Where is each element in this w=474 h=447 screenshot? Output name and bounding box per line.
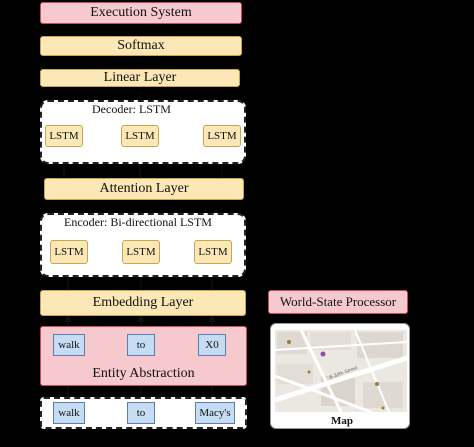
entity-token-label: to bbox=[136, 339, 146, 351]
decoder-lstm-label: LSTM bbox=[207, 130, 237, 142]
world-state-processor-label: World-State Processor bbox=[279, 294, 397, 309]
decoder-lstm-label: LSTM bbox=[49, 130, 79, 142]
encoder-lstm-cell: LSTM bbox=[194, 240, 232, 264]
encoder-lstm-cell: LSTM bbox=[122, 240, 160, 264]
linear-layer-label: Linear Layer bbox=[103, 70, 177, 85]
embedding-layer-label: Embedding Layer bbox=[92, 295, 194, 310]
encoder-lstm-label: LSTM bbox=[126, 246, 156, 258]
map-image bbox=[274, 329, 408, 414]
input-token: Macy's bbox=[195, 402, 235, 424]
execution-system-box: Execution System bbox=[40, 2, 242, 24]
entity-token: walk bbox=[53, 334, 85, 356]
attention-layer-label: Attention Layer bbox=[99, 181, 189, 196]
world-state-processor-box: World-State Processor bbox=[268, 290, 408, 314]
decoder-lstm-cell: LSTM bbox=[121, 125, 159, 147]
softmax-label: Softmax bbox=[117, 38, 165, 53]
entity-abstraction-label: Entity Abstraction bbox=[92, 366, 195, 381]
map-panel: E 34th Street Map bbox=[270, 323, 410, 429]
decoder-lstm-cell: LSTM bbox=[45, 125, 83, 147]
encoder-title: Encoder: Bi-directional LSTM bbox=[62, 215, 214, 230]
execution-system-label: Execution System bbox=[90, 5, 192, 20]
input-token-label: Macy's bbox=[199, 407, 231, 419]
attention-layer-box: Attention Layer bbox=[44, 178, 244, 200]
encoder-lstm-label: LSTM bbox=[54, 246, 84, 258]
map-label: Map bbox=[331, 415, 353, 427]
linear-layer-box: Linear Layer bbox=[40, 69, 240, 87]
embedding-layer-box: Embedding Layer bbox=[40, 290, 246, 316]
decoder-title: Decoder: LSTM bbox=[90, 102, 173, 117]
input-token: walk bbox=[53, 402, 85, 424]
decoder-lstm-cell: LSTM bbox=[203, 125, 241, 147]
entity-token: X0 bbox=[198, 334, 226, 356]
entity-token: to bbox=[127, 334, 155, 356]
entity-token-label: X0 bbox=[205, 339, 219, 351]
input-token: to bbox=[127, 402, 155, 424]
encoder-lstm-cell: LSTM bbox=[50, 240, 88, 264]
input-token-label: walk bbox=[58, 407, 80, 419]
input-token-label: to bbox=[136, 407, 146, 419]
softmax-box: Softmax bbox=[40, 36, 242, 56]
entity-token-label: walk bbox=[58, 339, 80, 351]
decoder-lstm-label: LSTM bbox=[125, 130, 155, 142]
encoder-lstm-label: LSTM bbox=[198, 246, 228, 258]
